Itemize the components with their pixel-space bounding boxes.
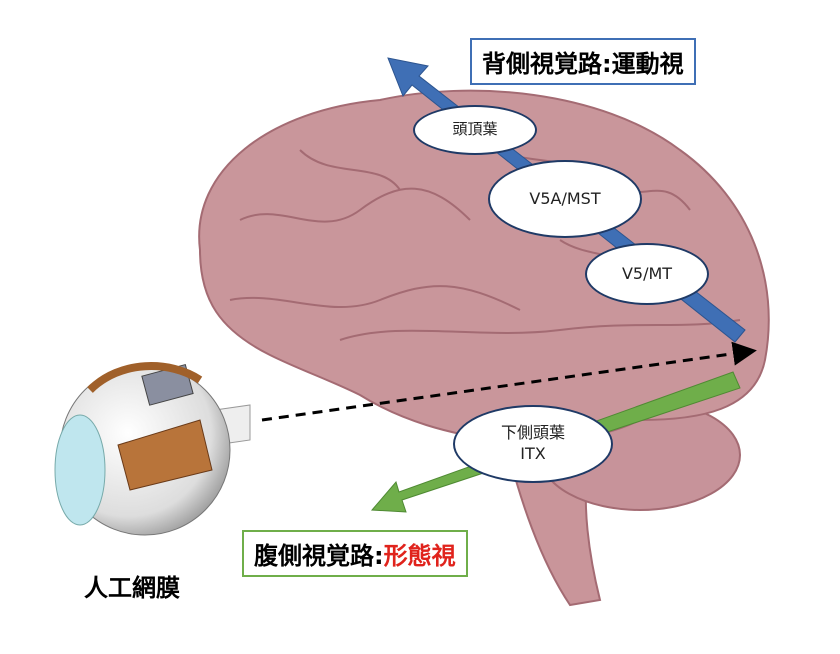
area-label: 頭頂葉 (452, 120, 498, 139)
dorsal-title: 背側視覚路 (482, 50, 602, 78)
ventral-pathway-label: 腹側視覚路:形態視 (242, 530, 468, 577)
area-parietal: 頭頂葉 (413, 105, 537, 155)
area-label: 下側頭葉 (500, 423, 565, 443)
area-label: V5A/MST (529, 188, 601, 208)
area-v5a-mst: V5A/MST (488, 160, 642, 238)
ventral-function: 形態視 (383, 542, 456, 570)
retina-label: 人工網膜 (84, 574, 180, 602)
area-v5-mt: V5/MT (585, 243, 709, 305)
area-label: ITX (520, 444, 546, 463)
visual-input-dashed-arrow (261, 341, 757, 422)
separator: : (602, 50, 612, 78)
artificial-retina-eye (54, 362, 251, 536)
dorsal-function: 運動視 (611, 50, 684, 78)
ventral-title: 腹側視覚路 (254, 542, 374, 570)
dorsal-pathway-label: 背側視覚路:運動視 (470, 38, 696, 85)
separator: : (374, 542, 384, 570)
area-label: V5/MT (621, 263, 673, 283)
